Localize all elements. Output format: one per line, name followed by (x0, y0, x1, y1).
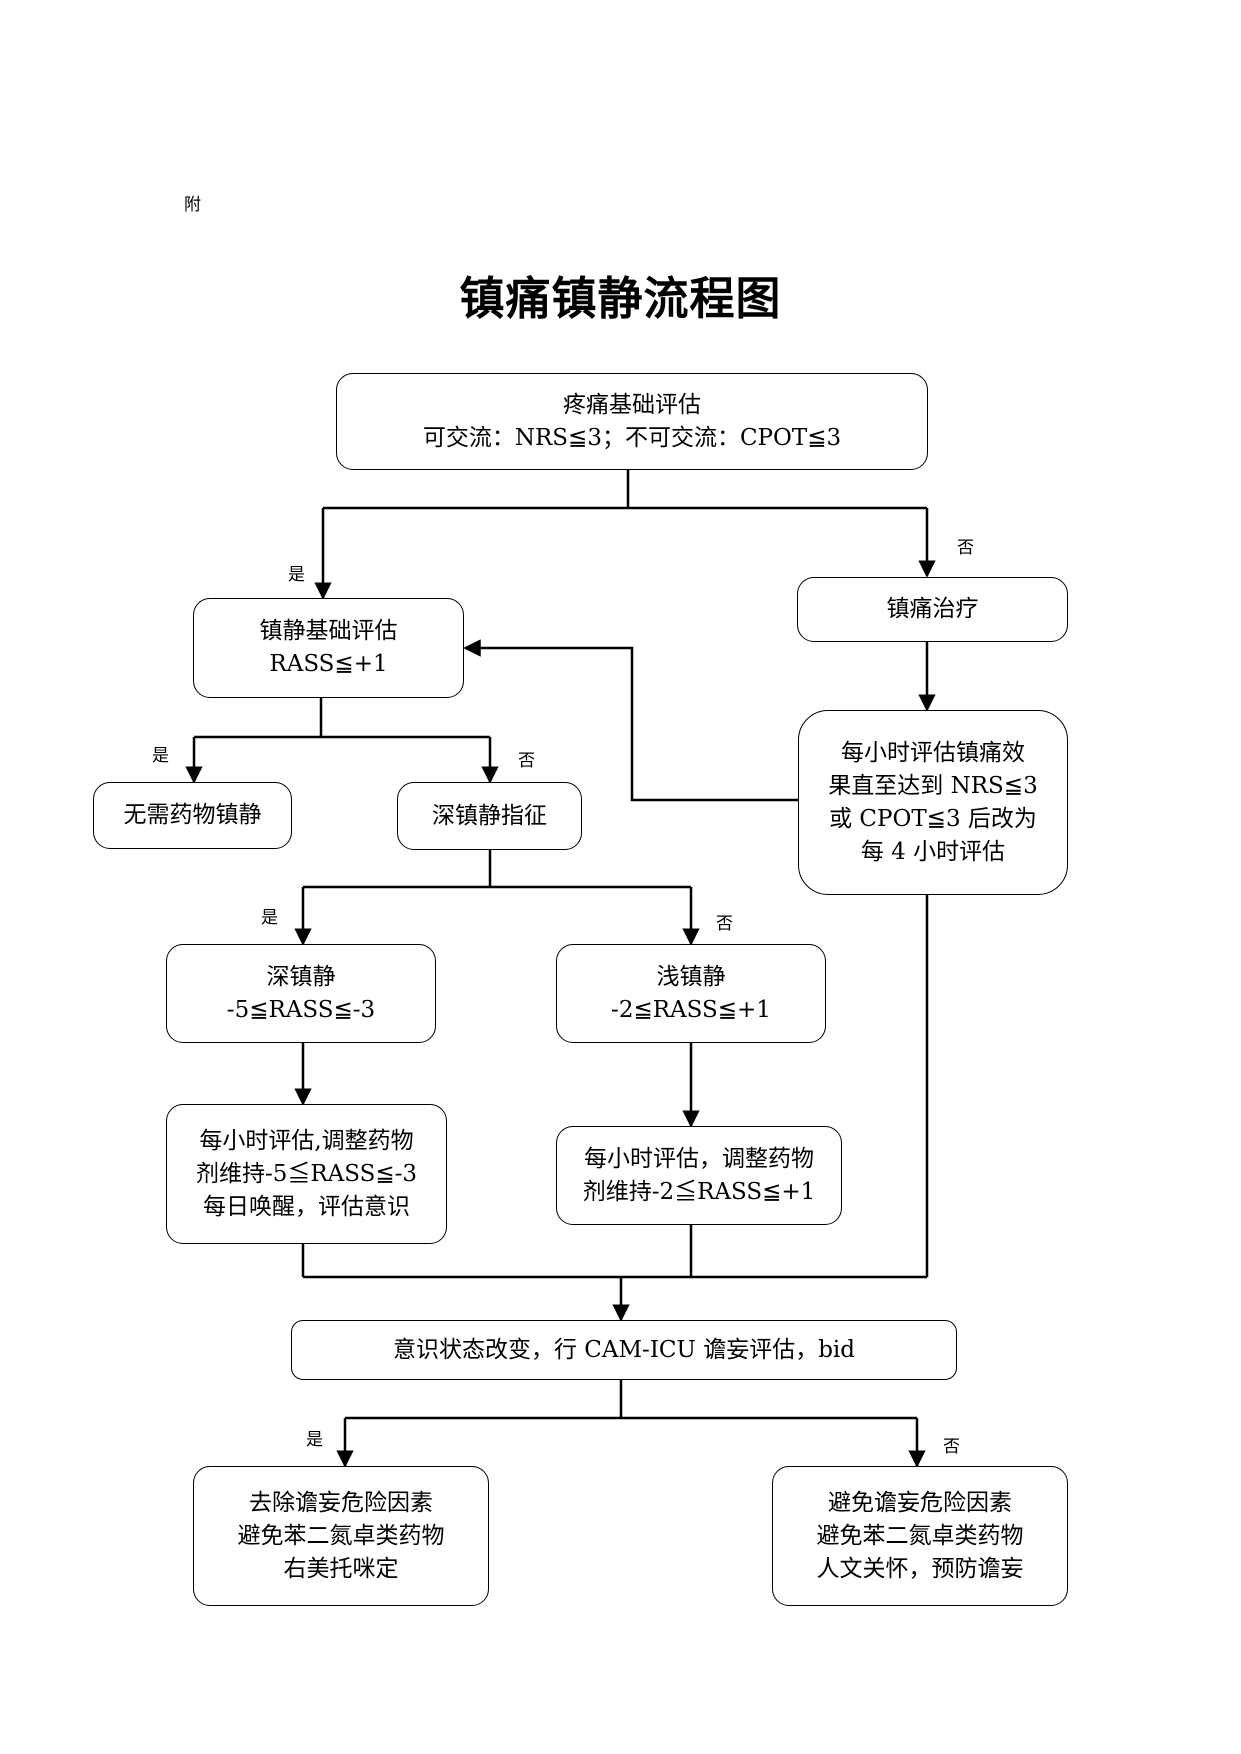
hourly-pain-eval-line-2: 果直至达到 NRS≦3 (828, 772, 1038, 799)
hourly-pain-eval-line-1: 每小时评估镇痛效 (841, 739, 1025, 766)
page-title: 镇痛镇静流程图 (459, 272, 782, 325)
analgesia-treatment-box: 镇痛治疗 (797, 577, 1068, 642)
appendix-label: 附 (184, 195, 201, 215)
light-maintain-line-1: 每小时评估，调整药物 (584, 1145, 814, 1172)
sedation-assessment-box: 镇静基础评估 RASS≦+1 (193, 598, 464, 698)
light-sedation-box: 浅镇静 -2≦RASS≦+1 (556, 944, 826, 1043)
hourly-pain-eval-box: 每小时评估镇痛效 果直至达到 NRS≦3 或 CPOT≦3 后改为 每 4 小时… (798, 710, 1068, 895)
analgesia-treatment-line-1: 镇痛治疗 (886, 596, 979, 622)
deep-sedation-box: 深镇静 -5≦RASS≦-3 (166, 944, 436, 1043)
light-maintain-line-2: 剂维持-2≦RASS≦+1 (582, 1178, 816, 1205)
sedation-assessment-line-2: RASS≦+1 (269, 651, 388, 677)
deep-sedation-line-2: -5≦RASS≦-3 (226, 996, 376, 1023)
delirium-no-line-2: 避免苯二氮卓类药物 (816, 1522, 1024, 1549)
light-sedation-line-1: 浅镇静 (656, 963, 726, 990)
edge-label-indication-no: 否 (716, 914, 733, 934)
pain-assessment-line-1: 疼痛基础评估 (563, 391, 701, 418)
edge-label-pain-yes: 是 (288, 565, 305, 585)
delirium-yes-box: 去除谵妄危险因素 避免苯二氮卓类药物 右美托咪定 (193, 1466, 489, 1606)
deep-sedation-line-1: 深镇静 (266, 963, 336, 990)
pain-assessment-box: 疼痛基础评估 可交流：NRS≦3；不可交流：CPOT≦3 (336, 373, 928, 470)
hourly-pain-eval-line-4: 每 4 小时评估 (860, 838, 1006, 865)
edge-label-indication-yes: 是 (261, 908, 278, 928)
delirium-yes-line-1: 去除谵妄危险因素 (249, 1489, 433, 1516)
deep-maintain-line-2: 剂维持-5≦RASS≦-3 (195, 1160, 418, 1187)
deep-sedation-indication-box: 深镇静指征 (397, 782, 582, 850)
pain-assessment-line-2: 可交流：NRS≦3；不可交流：CPOT≦3 (422, 424, 842, 451)
edge-label-sedation-no: 否 (518, 751, 535, 771)
deep-maintain-line-1: 每小时评估,调整药物 (199, 1127, 414, 1154)
delirium-assessment-box: 意识状态改变，行 CAM-ICU 谵妄评估，bid (291, 1320, 957, 1380)
light-maintain-box: 每小时评估，调整药物 剂维持-2≦RASS≦+1 (556, 1126, 842, 1225)
no-drug-sedation-line-1: 无需药物镇静 (123, 802, 262, 828)
edge-label-pain-no: 否 (957, 538, 974, 558)
deep-maintain-box: 每小时评估,调整药物 剂维持-5≦RASS≦-3 每日唤醒，评估意识 (166, 1104, 447, 1244)
delirium-no-box: 避免谵妄危险因素 避免苯二氮卓类药物 人文关怀，预防谵妄 (772, 1466, 1068, 1606)
hourly-pain-eval-line-3: 或 CPOT≦3 后改为 (829, 805, 1037, 832)
light-sedation-line-2: -2≦RASS≦+1 (611, 996, 771, 1023)
delirium-yes-line-3: 右美托咪定 (283, 1555, 399, 1582)
delirium-yes-line-2: 避免苯二氮卓类药物 (237, 1522, 445, 1549)
sedation-assessment-line-1: 镇静基础评估 (259, 618, 398, 644)
edge-label-delirium-no: 否 (943, 1437, 960, 1457)
delirium-no-line-3: 人文关怀，预防谵妄 (816, 1555, 1024, 1582)
no-drug-sedation-box: 无需药物镇静 (93, 782, 292, 849)
arrow-hourly-back-to-sedation (463, 639, 798, 802)
edge-label-sedation-yes: 是 (152, 746, 169, 766)
deep-sedation-indication-line-1: 深镇静指征 (432, 802, 547, 829)
delirium-assessment-line-1: 意识状态改变，行 CAM-ICU 谵妄评估，bid (392, 1336, 856, 1363)
deep-maintain-line-3: 每日唤醒，评估意识 (203, 1193, 410, 1220)
edge-label-delirium-yes: 是 (306, 1430, 323, 1450)
delirium-no-line-1: 避免谵妄危险因素 (828, 1489, 1012, 1516)
